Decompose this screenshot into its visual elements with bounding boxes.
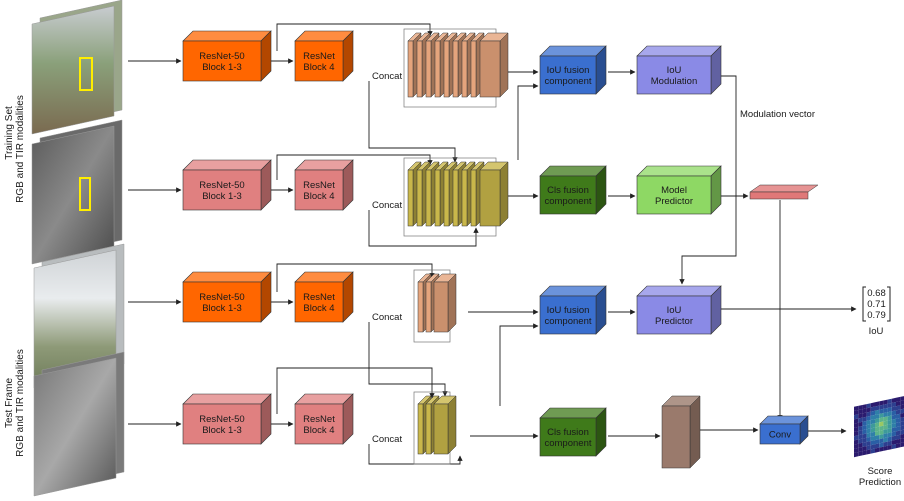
iou-value-1: 0.68	[867, 288, 886, 299]
test-tir-resnet-block4-label-line1: ResNet	[303, 414, 335, 425]
test-rgb-image	[33, 243, 125, 389]
iou-fusion-test-label-line2: component	[544, 316, 591, 327]
cls-fusion-train-label-line1: Cls fusion	[547, 185, 589, 196]
iou-output-label: IoU	[869, 326, 884, 337]
score-prediction-label-line1: Score	[868, 466, 893, 477]
train-tir-resnet-block4-label-line1: ResNet	[303, 180, 335, 191]
training-tir-image-target-bbox	[79, 177, 91, 211]
train-rgb-concat-label: Concat	[372, 71, 402, 82]
score-prediction-map	[854, 396, 904, 458]
iou-predictor-block-label-line2: Predictor	[655, 316, 693, 327]
test-tir-resnet50-block-label-line1: ResNet-50	[199, 414, 244, 425]
test-cls-feature-map	[661, 395, 701, 469]
iou-value-2: 0.71	[867, 299, 886, 310]
training-modalities-label: RGB and TIR modalities	[15, 95, 26, 203]
iou-values-vector: 0.68 0.71 0.79	[862, 286, 891, 322]
train-rgb-resnet50-block-label-line1: ResNet-50	[199, 51, 244, 62]
modulation-vector	[749, 184, 819, 200]
input-images	[31, 0, 125, 497]
train-rgb-resnet50-block-label-line2: Block 1-3	[202, 62, 242, 73]
iou-value-3: 0.79	[867, 310, 886, 321]
training-rgb-image	[31, 0, 123, 135]
test-tir-concat-label: Concat	[372, 434, 402, 445]
iou-modulation-block-label-line2: Modulation	[651, 76, 697, 87]
training-tir-image	[31, 119, 123, 265]
train-rgb-resnet-block4-label-line2: Block 4	[303, 62, 334, 73]
test-tir-concat-stack	[413, 391, 457, 465]
iou-predictor-block-label-line1: IoU	[667, 305, 682, 316]
test-modalities-label: RGB and TIR modalities	[15, 349, 26, 457]
model-predictor-block-label-line2: Predictor	[655, 196, 693, 207]
test-rgb-resnet50-block-label-line2: Block 1-3	[202, 303, 242, 314]
test-tir-image	[33, 351, 125, 497]
train-rgb-concat-stack	[403, 28, 509, 108]
training-rgb-image-target-bbox	[79, 57, 93, 91]
model-predictor-block-label-line1: Model	[661, 185, 687, 196]
conv-block: Conv	[759, 415, 809, 445]
iou-fusion-test-label-line1: IoU fusion	[547, 305, 590, 316]
iou-fusion-train-label-line2: component	[544, 76, 591, 87]
test-frame-label: Test Frame	[4, 378, 15, 428]
test-rgb-resnet50-block-label-line1: ResNet-50	[199, 292, 244, 303]
test-tir-resnet50-block-label-line2: Block 1-3	[202, 425, 242, 436]
test-rgb-concat-stack	[413, 269, 457, 343]
training-set-label: Training Set	[4, 106, 15, 160]
train-tir-concat-label: Concat	[372, 200, 402, 211]
cls-fusion-test-label-line2: component	[544, 438, 591, 449]
train-tir-resnet50-block-label-line1: ResNet-50	[199, 180, 244, 191]
cls-fusion-train-label-line2: component	[544, 196, 591, 207]
train-tir-concat-stack	[403, 157, 509, 237]
score-prediction-label-line2: Prediction	[859, 477, 901, 488]
train-tir-resnet-block4-label-line2: Block 4	[303, 191, 334, 202]
iou-modulation-block-label-line1: IoU	[667, 65, 682, 76]
train-rgb-resnet-block4-label-line1: ResNet	[303, 51, 335, 62]
train-tir-resnet50-block-label-line2: Block 1-3	[202, 191, 242, 202]
connection-arrows	[128, 23, 857, 465]
test-rgb-concat-label: Concat	[372, 312, 402, 323]
modulation-vector-label: Modulation vector	[740, 109, 815, 120]
test-tir-resnet-block4-label-line2: Block 4	[303, 425, 334, 436]
test-rgb-resnet-block4-label-line2: Block 4	[303, 303, 334, 314]
conv-block-label-line1: Conv	[769, 430, 791, 441]
cls-fusion-test-label-line1: Cls fusion	[547, 427, 589, 438]
iou-fusion-train-label-line1: IoU fusion	[547, 65, 590, 76]
test-rgb-resnet-block4-label-line1: ResNet	[303, 292, 335, 303]
